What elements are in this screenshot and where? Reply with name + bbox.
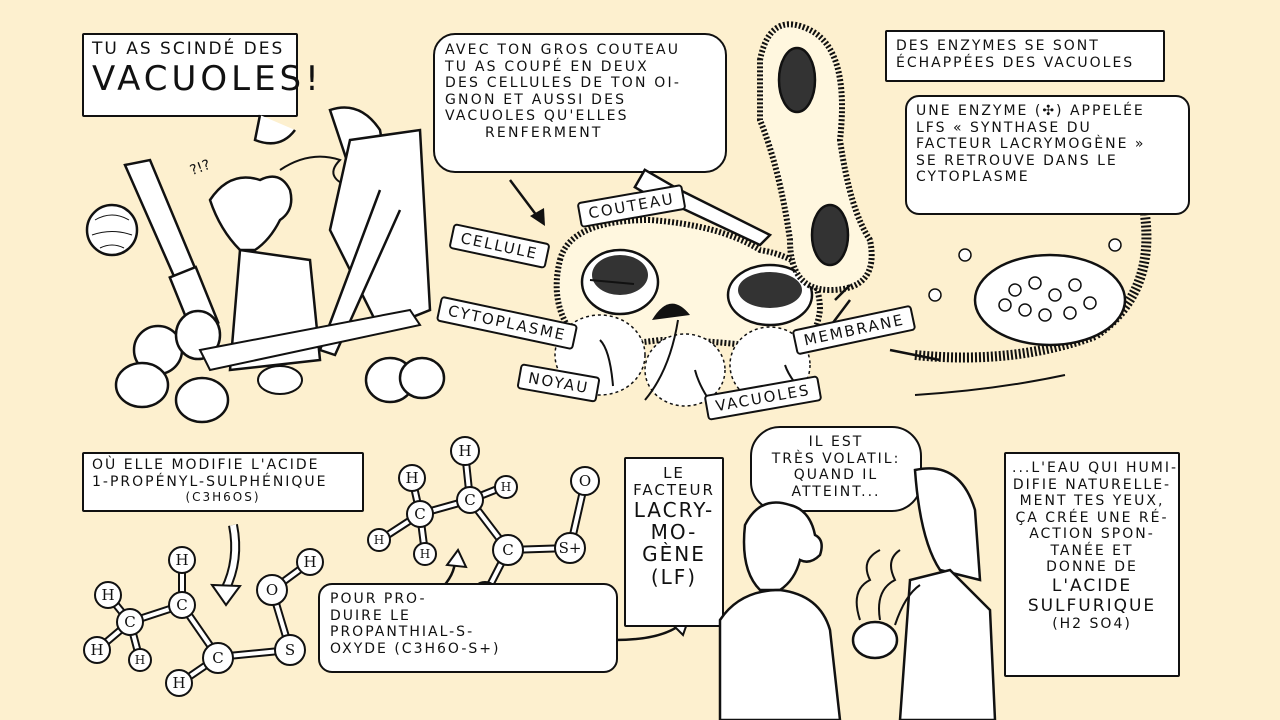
cytoplasm-enzymes-illustration (914, 214, 1152, 396)
caption-line: DUIRE LE (330, 607, 411, 624)
atom-h: H (494, 475, 518, 499)
atom-h: H (413, 542, 437, 566)
caption-propanthial: POUR PRO- DUIRE LE PROPANTHIAL-S- OXYDE … (318, 583, 618, 673)
caption-line: FACTEUR (633, 480, 715, 499)
caption-sulfuric-acid: ...L'EAU QUI HUMI- DIFIE NATURELLE- MENT… (1004, 452, 1180, 677)
caption-line: SULFURIQUE (1027, 595, 1157, 616)
caption-line: GÈNE (642, 542, 706, 567)
caption-line: FACTEUR LACRYMOGÈNE » (916, 136, 1146, 153)
caption-line: PROPANTHIAL-S- (330, 624, 475, 641)
atom-h: H (398, 464, 426, 492)
atom-h: H (165, 669, 193, 697)
atom-h: H (296, 548, 324, 576)
atom-h: H (83, 636, 111, 664)
caption-line: 1-PROPÉNYL-SULPHÉNIQUE (92, 473, 328, 490)
caption-lfs-enzyme: UNE ENZYME (✣) APPELÉE LFS « SYNTHASE DU… (905, 95, 1190, 215)
onion-cutting-illustration (85, 106, 446, 424)
atom-c: C (168, 591, 196, 619)
bubble-line: AVEC TON GROS COUTEAU (445, 42, 681, 58)
caption-line: MENT TES YEUX, (1019, 493, 1165, 510)
caption-line: OÙ ELLE MODIFIE L'ACIDE (92, 457, 320, 473)
bubble-line: ATTEINT... (791, 483, 881, 500)
caption-line: ACTION SPON- (1029, 526, 1155, 543)
atom-h: H (168, 546, 196, 574)
atom-c: C (456, 486, 484, 514)
speech-bubble-knife: AVEC TON GROS COUTEAU TU AS COUPÉ EN DEU… (433, 33, 727, 173)
caption-enzymes: DES ENZYMES SE SONT ÉCHAPPÉES DES VACUOL… (885, 30, 1165, 82)
two-characters-illustration (718, 467, 997, 720)
caption-line: ÇA CRÉE UNE RÉ- (1015, 509, 1169, 526)
caption-line: DONNE DE (1046, 559, 1138, 576)
caption-line: ÉCHAPPÉES DES VACUOLES (896, 54, 1135, 71)
speech-bubble-vacuoles: TU AS SCINDÉ DES VACUOLES! (82, 33, 323, 117)
atom-c: C (406, 500, 434, 528)
caption-line: MO- (650, 519, 698, 544)
atom-h: H (128, 648, 152, 672)
caption-line: DIFIE NATURELLE- (1012, 476, 1172, 493)
caption-line: TANÉE ET (1050, 542, 1134, 559)
atom-s-plus: S+ (554, 532, 586, 564)
bubble-line: RENFERMENT (485, 124, 603, 141)
bubble-line: VACUOLES QU'ELLES (445, 108, 629, 125)
bubble-line: GNON ET AUSSI DES (445, 91, 627, 108)
bubble-line: IL EST (808, 434, 864, 450)
atom-c: C (492, 534, 524, 566)
caption-line: POUR PRO- (330, 591, 427, 607)
caption-lf: LE FACTEUR LACRY- MO- GÈNE (LF) (624, 457, 724, 627)
bubble-line: QUAND IL (793, 467, 879, 484)
atom-h: H (367, 528, 391, 552)
atom-c: C (202, 642, 234, 674)
atom-o: O (570, 466, 600, 496)
bubble-line: DES CELLULES DE TON OI- (445, 75, 682, 92)
caption-line: CYTOPLASME (916, 169, 1030, 186)
caption-line: LACRY- (633, 497, 715, 522)
bubble-line: TU AS COUPÉ EN DEUX (445, 58, 649, 75)
caption-line: SE RETROUVE DANS LE (916, 152, 1118, 169)
bubble-line: TRÈS VOLATIL: (771, 450, 901, 467)
caption-line: (H2 SO4) (1052, 615, 1132, 632)
bubble-line-large: VACUOLES! (92, 59, 323, 100)
bubble-line: TU AS SCINDÉ DES (92, 39, 285, 59)
caption-line: DES ENZYMES SE SONT (896, 38, 1100, 54)
atom-h: H (94, 581, 122, 609)
atom-o: O (256, 574, 288, 606)
caption-line: LE (663, 464, 685, 482)
atom-c: C (116, 608, 144, 636)
caption-formula: (C3H6OS) (185, 490, 261, 505)
caption-acid: OÙ ELLE MODIFIE L'ACIDE 1-PROPÉNYL-SULPH… (82, 452, 364, 512)
atom-h: H (450, 436, 480, 466)
caption-line: L'ACIDE (1051, 575, 1133, 596)
speech-bubble-volatile: IL EST TRÈS VOLATIL: QUAND IL ATTEINT... (750, 426, 922, 512)
caption-line: (LF) (650, 564, 698, 589)
caption-line: ...L'EAU QUI HUMI- (1012, 460, 1178, 476)
atom-s: S (274, 634, 306, 666)
caption-line: OXYDE (C3H6O-S+) (330, 640, 501, 657)
caption-line: UNE ENZYME (✣) APPELÉE (916, 103, 1145, 119)
caption-line: LFS « SYNTHASE DU (916, 119, 1092, 136)
